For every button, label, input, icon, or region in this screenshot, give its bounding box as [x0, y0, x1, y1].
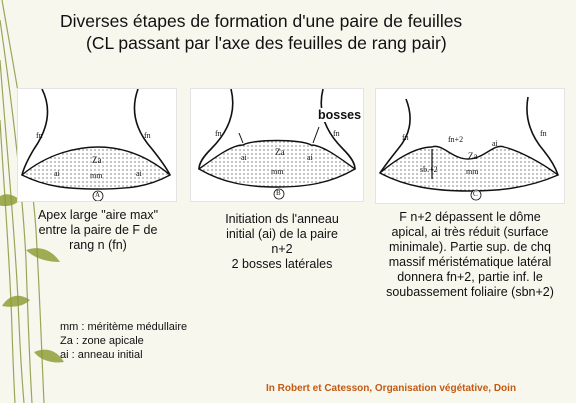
apex-dome-a — [20, 146, 172, 190]
label-sb-c: sb.+2 — [420, 165, 438, 174]
label-za-b: Za — [275, 147, 285, 157]
caption-c-line: F n+2 dépassent le dôme — [399, 210, 541, 224]
caption-c-line: massif méristématique latéral — [388, 255, 552, 269]
label-ai-c: ai — [492, 139, 498, 148]
panel-letter-c: C — [473, 190, 478, 198]
leaf-fn-left-c — [379, 98, 411, 174]
panel-letter-circle-b — [273, 188, 285, 200]
legend-item: ai : anneau initial — [60, 349, 143, 361]
label-fn-right-a: fn — [144, 131, 151, 140]
arrow-bosse-right-b — [312, 126, 320, 144]
panel-letter-circle-a — [92, 190, 104, 201]
caption-panel-c: F n+2 dépassent le dôme apical, ai très … — [370, 210, 570, 300]
caption-c-line: apical, ai très réduit (surface — [391, 225, 549, 239]
caption-b-line: initial (ai) de la paire — [226, 227, 338, 241]
caption-c-line: minimale). Partie sup. de chq — [389, 240, 551, 254]
apex-dome-b — [197, 139, 357, 188]
leaf-fn-left-a — [21, 89, 49, 176]
title-line-1: Diverses étapes de formation d'une paire… — [60, 11, 463, 31]
caption-panel-b: Initiation ds l'anneau initial (ai) de l… — [196, 212, 368, 272]
label-ai-left-b: ai — [241, 153, 247, 162]
label-mm-c: mm — [466, 167, 479, 176]
legend-item: Za : zone apicale — [60, 335, 144, 347]
label-za-c: Za — [468, 151, 478, 161]
apex-drawing-b — [197, 89, 357, 200]
caption-panel-a: Apex large "aire max" entre la paire de … — [18, 208, 178, 253]
slide-title: Diverses étapes de formation d'une paire… — [60, 10, 520, 54]
title-line-2: (CL passant par l'axe des feuilles de ra… — [86, 33, 447, 53]
caption-a-line: rang n (fn) — [69, 238, 127, 252]
leaf-fn-right-a — [133, 89, 171, 176]
label-mm-a: mm — [90, 171, 103, 180]
diagram-panel-c: fn fn fn+2 ai Za sb.+2 mm C — [375, 88, 565, 204]
caption-b-line: n+2 — [271, 242, 293, 256]
leaf-fn-right-c — [526, 96, 559, 176]
arrow-bosse-left-b — [238, 132, 244, 144]
panel-letter-circle-c — [470, 189, 482, 201]
label-fn-left-a: fn — [36, 131, 43, 140]
apex-dome-c — [378, 145, 560, 192]
apex-drawing-c — [378, 96, 560, 201]
panel-letter-b: B — [276, 189, 281, 197]
label-fn-left-c: fn — [402, 133, 409, 142]
bosses-callout: bosses — [316, 108, 364, 122]
apex-drawing-a — [20, 89, 172, 201]
leaf-fn-left-b — [198, 89, 234, 170]
caption-c-line: donnera fn+2, partie inf. le — [397, 270, 543, 284]
label-za-a: Za — [92, 155, 102, 165]
diagram-panel-b: fn fn Za ai ai mm B — [190, 88, 364, 202]
label-ai-left-a: ai — [54, 169, 60, 178]
label-ai-right-b: ai — [307, 153, 313, 162]
caption-c-line: soubassement foliaire (sbn+2) — [386, 285, 554, 299]
diagram-panel-a: fn fn Za ai ai mm A — [17, 88, 177, 202]
caption-b-line: Initiation ds l'anneau — [225, 212, 339, 226]
caption-a-line: entre la paire de F de — [38, 223, 158, 237]
caption-a-line: Apex large "aire max" — [37, 208, 159, 222]
label-fn-left-b: fn — [215, 129, 222, 138]
label-fn2-c: fn+2 — [448, 135, 464, 144]
caption-b-line: 2 bosses latérales — [231, 257, 333, 271]
abbreviation-legend: mm : méritème médullaire Za : zone apica… — [60, 320, 187, 362]
label-mm-b: mm — [271, 167, 284, 176]
panel-letter-a: A — [95, 191, 101, 199]
label-fn-right-c: fn — [540, 129, 547, 138]
label-fn-right-b: fn — [333, 129, 340, 138]
legend-item: mm : méritème médullaire — [60, 321, 188, 333]
source-citation: In Robert et Catesson, Organisation végé… — [266, 383, 517, 394]
label-ai-right-a: ai — [136, 169, 142, 178]
